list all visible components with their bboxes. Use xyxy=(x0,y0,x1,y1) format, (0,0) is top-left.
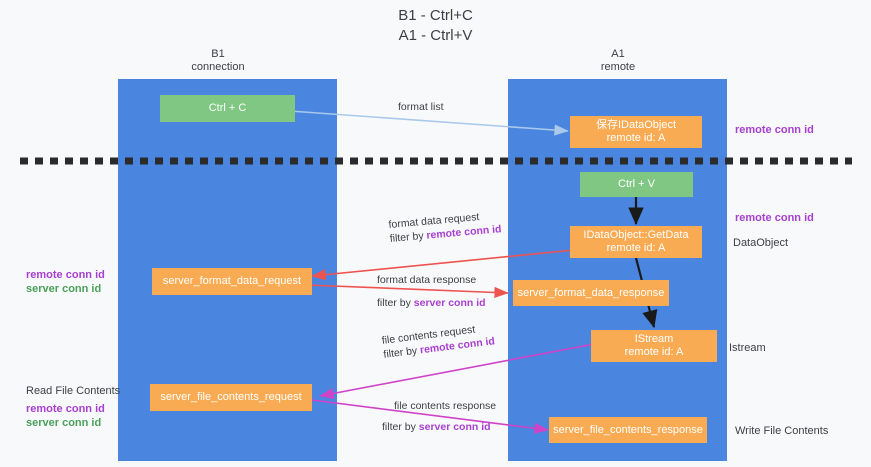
column-header-b1: B1 connection xyxy=(148,48,288,74)
column-header-a1-sub: remote xyxy=(600,61,636,73)
side-label-dataobject: DataObject xyxy=(733,236,788,250)
side-label-write-file-contents: Write File Contents xyxy=(735,424,828,438)
box-save-idataobject[interactable]: 保存IDataObject remote id: A xyxy=(570,116,702,148)
box-server-file-contents-response[interactable]: server_file_contents_response xyxy=(549,417,707,443)
arrow-file-contents-response xyxy=(311,399,549,434)
side-label-read-file-contents: Read File Contents xyxy=(26,384,120,398)
column-header-a1: A1 remote xyxy=(548,48,688,74)
edge-label-format-list-text: format list xyxy=(398,101,444,113)
edge-label-file-contents-response-line2: filter by server conn id xyxy=(382,420,496,434)
side-label-remote-conn-id-2: remote conn id xyxy=(26,403,105,415)
side-label-conn-ids-file: remote conn id server conn id xyxy=(26,402,105,430)
arrow-format-data-response xyxy=(306,284,509,299)
box-server-file-contents-request[interactable]: server_file_contents_request xyxy=(150,384,312,411)
box-server-format-data-request-label: server_format_data_request xyxy=(162,275,302,287)
arrow-file-contents-request xyxy=(319,343,595,399)
column-header-b1-name: B1 xyxy=(211,48,225,60)
edge-label-format-data-request-filter-prefix: filter by xyxy=(389,229,427,245)
edge-label-format-data-response-line2: filter by server conn id xyxy=(377,296,486,310)
edge-label-format-data-response-filter-prefix: filter by xyxy=(377,297,414,309)
title-line-1: B1 - Ctrl+C xyxy=(398,7,473,24)
title-line-2: A1 - Ctrl+V xyxy=(398,27,473,44)
arrow-format-data-request xyxy=(311,249,575,281)
diagram-title: B1 - Ctrl+C A1 - Ctrl+V xyxy=(0,6,871,46)
side-label-dataobject-text: DataObject xyxy=(733,237,789,249)
edge-label-file-contents-response-line1: file contents response xyxy=(394,400,497,412)
box-ctrl-v-label: Ctrl + V xyxy=(618,178,655,190)
box-save-idataobject-line2: remote id: A xyxy=(606,132,666,144)
box-server-format-data-response[interactable]: server_format_data_response xyxy=(513,280,669,306)
edge-label-format-data-response-line1: format data response xyxy=(377,274,477,286)
side-label-remote-conn-id-mid: remote conn id xyxy=(735,211,814,225)
box-server-format-data-response-label: server_format_data_response xyxy=(517,286,665,299)
side-label-read-file-contents-text: Read File Contents xyxy=(26,385,121,397)
box-server-format-data-request[interactable]: server_format_data_request xyxy=(152,268,312,295)
side-label-server-conn-id-1: server conn id xyxy=(26,283,102,295)
box-ctrl-v[interactable]: Ctrl + V xyxy=(580,172,693,197)
edge-label-format-data-response-filter-key: server conn id xyxy=(413,297,486,309)
side-label-remote-conn-id-top: remote conn id xyxy=(735,123,814,137)
edge-label-file-contents-response-filter-prefix: filter by xyxy=(382,421,419,433)
box-istream-line2: remote id: A xyxy=(624,346,684,358)
column-header-b1-sub: connection xyxy=(191,61,245,73)
side-label-write-file-contents-text: Write File Contents xyxy=(735,425,829,437)
box-server-file-contents-request-label: server_file_contents_request xyxy=(160,391,302,403)
box-ctrl-c[interactable]: Ctrl + C xyxy=(160,95,295,122)
box-istream[interactable]: IStream remote id: A xyxy=(591,330,717,362)
column-header-a1-name: A1 xyxy=(611,48,625,60)
box-istream-line1: IStream xyxy=(634,333,674,345)
side-label-conn-ids-format: remote conn id server conn id xyxy=(26,268,105,296)
edge-label-file-contents-response: file contents response filter by server … xyxy=(382,399,497,434)
box-idataobject-getdata-line2: remote id: A xyxy=(606,242,666,254)
box-idataobject-getdata-line1: IDataObject::GetData xyxy=(583,229,689,241)
box-ctrl-c-label: Ctrl + C xyxy=(208,102,247,114)
edge-label-file-contents-response-filter-key: server conn id xyxy=(418,421,491,433)
box-idataobject-getdata[interactable]: IDataObject::GetData remote id: A xyxy=(570,226,702,258)
side-label-istream-text: Istream xyxy=(729,342,766,354)
edge-label-format-data-response: format data response filter by server co… xyxy=(377,273,486,310)
side-label-istream: Istream xyxy=(729,341,766,355)
side-label-remote-conn-id-mid-text: remote conn id xyxy=(735,212,814,224)
side-label-server-conn-id-2: server conn id xyxy=(26,417,102,429)
arrow-format-list xyxy=(275,109,569,136)
edge-label-format-list: format list xyxy=(398,100,444,114)
box-server-file-contents-response-label: server_file_contents_response xyxy=(553,423,703,436)
side-label-remote-conn-id-top-text: remote conn id xyxy=(735,124,814,136)
box-save-idataobject-line1: 保存IDataObject xyxy=(595,119,677,131)
side-label-remote-conn-id-1: remote conn id xyxy=(26,269,105,281)
